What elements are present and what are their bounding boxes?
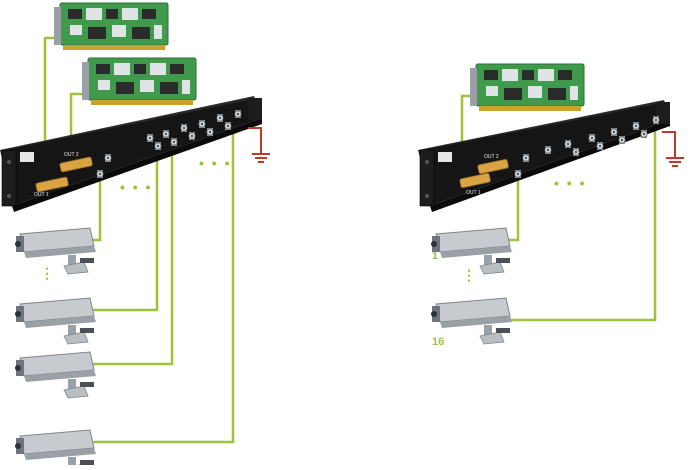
rack-panel-icon: TM OUT 2 OUT 1 (418, 100, 670, 212)
wire-cam1 (92, 176, 102, 242)
pcb-card-icon (469, 63, 585, 112)
ground-icon (248, 127, 271, 163)
port-label-out1: OUT 1 (34, 192, 49, 198)
port-label-out2: OUT 2 (484, 154, 499, 160)
wire-cam-16 (508, 118, 657, 322)
camera-label-1: 1 (432, 250, 438, 262)
panel-ellipsis-2: • • • (199, 155, 231, 171)
pcb-card-icon (81, 57, 197, 106)
wire-cam4 (92, 133, 235, 444)
panel-ellipsis: • • • (120, 179, 152, 195)
wire-card1-to-out1 (43, 36, 58, 186)
svg-text:TM: TM (22, 155, 29, 161)
right-diagram: TM OUT 2 OUT 1 • • (418, 63, 685, 348)
rack-panel-icon: TM OUT 2 OUT 1 (0, 96, 262, 212)
camera-label-16: 16 (432, 336, 444, 348)
wire-cam2 (92, 144, 159, 312)
port-label-out2: OUT 2 (64, 152, 79, 158)
ground-icon (662, 131, 685, 167)
left-diagram: TM OUT 2 OUT 1 (0, 2, 271, 470)
pcb-card-icon (53, 2, 169, 51)
cctv-camera-icon (14, 429, 97, 470)
wire-cam-1 (508, 176, 520, 242)
cctv-camera-icon (14, 351, 97, 399)
svg-text:TM: TM (440, 155, 447, 161)
camera-ellipsis: ⋮ (40, 265, 56, 281)
port-label-out1: OUT 1 (466, 190, 481, 196)
camera-ellipsis: ⋮ (462, 267, 478, 283)
wire-cam3 (92, 140, 174, 366)
panel-ellipsis: • • • (554, 175, 586, 191)
cctv-camera-icon (14, 297, 97, 345)
left-wires (43, 36, 235, 444)
